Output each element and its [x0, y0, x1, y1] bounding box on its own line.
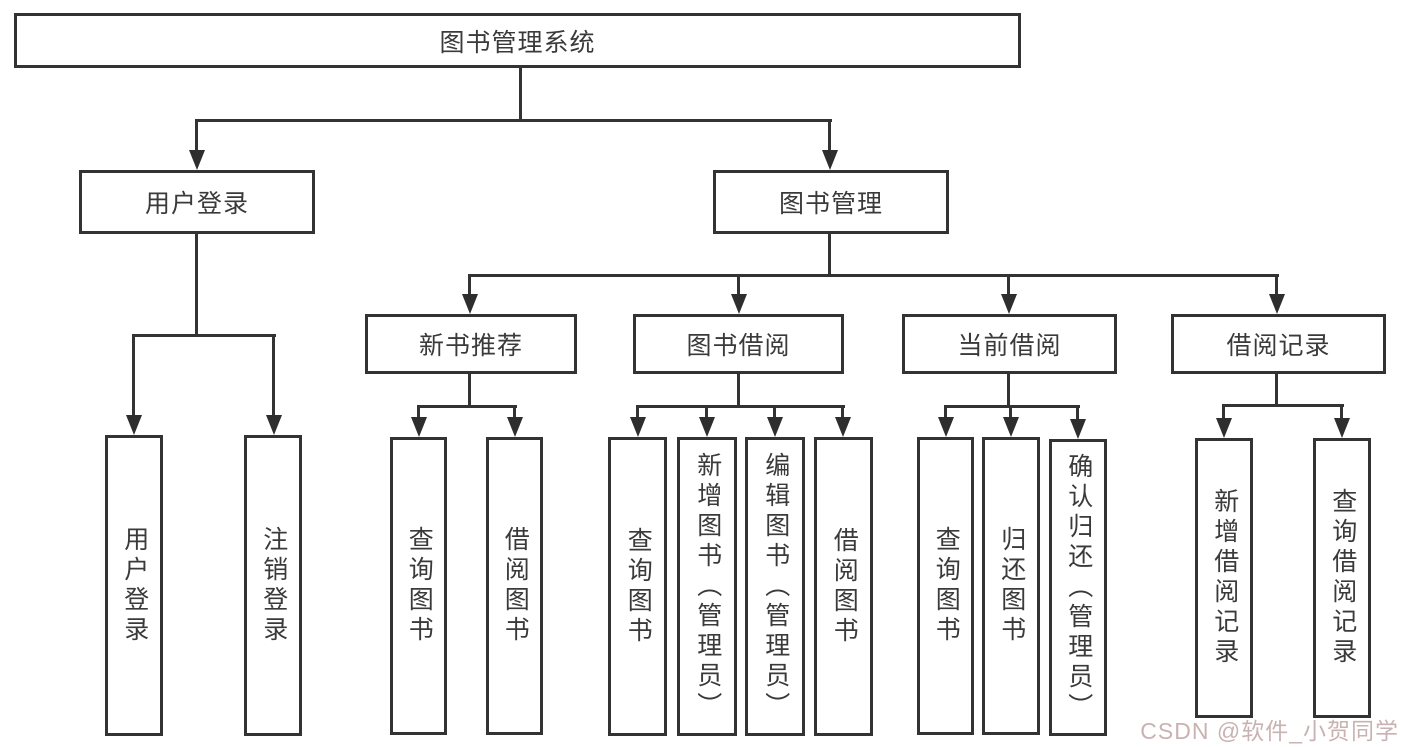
arrowhead-current-borrow — [1001, 294, 1017, 314]
node-user-login-item-label: 用户登录 — [120, 525, 149, 646]
node-new-book-rec-label: 新书推荐 — [418, 332, 523, 360]
node-bb-edit-label: 编辑图书（管理员） — [761, 451, 790, 722]
node-user-login: 用户登录 — [79, 170, 315, 234]
node-book-borrow-label: 图书借阅 — [686, 332, 791, 360]
connector-to-cb-return — [1009, 405, 1012, 419]
connector-to-br-add — [1222, 404, 1225, 419]
node-nb-query: 查询图书 — [390, 437, 447, 735]
node-bb-query: 查询图书 — [608, 437, 667, 736]
connector-book-borrow-stem — [737, 374, 740, 408]
connector-new-book-rec-hbar — [417, 405, 517, 408]
arrowhead-cb-confirm — [1070, 419, 1086, 439]
connector-book-borrow-hbar — [636, 405, 845, 408]
arrowhead-user-login — [189, 150, 205, 170]
arrowhead-cb-return — [1003, 417, 1019, 437]
node-logout-item-label: 注销登录 — [259, 525, 288, 646]
node-cb-return-label: 归还图书 — [997, 526, 1026, 646]
connector-to-bb-borrow — [841, 405, 844, 419]
node-new-book-rec: 新书推荐 — [365, 314, 577, 374]
connector-user-login-hbar — [132, 334, 276, 337]
connector-to-br-query — [1340, 404, 1343, 419]
arrowhead-nb-borrow — [507, 417, 523, 437]
csdn-watermark: CSDN @软件_小贺同学 — [1140, 718, 1399, 744]
arrowhead-br-add — [1216, 418, 1232, 438]
connector-book-mgmt-stem — [828, 234, 831, 277]
arrowhead-bb-add — [699, 417, 715, 437]
connector-to-bb-add — [705, 405, 708, 419]
node-borrow-record: 借阅记录 — [1171, 314, 1386, 374]
connector-to-nb-query — [417, 405, 420, 419]
connector-to-book-mgmt — [828, 119, 831, 152]
node-bb-borrow-label: 借阅图书 — [830, 526, 859, 647]
arrowhead-bb-edit — [767, 417, 783, 437]
node-user-login-label: 用户登录 — [144, 190, 249, 218]
connector-to-bb-edit — [773, 405, 776, 419]
node-root-label: 图书管理系统 — [439, 28, 596, 57]
connector-book-mgmt-hbar — [468, 274, 1279, 277]
node-br-add-label: 新增借阅记录 — [1210, 488, 1239, 668]
node-borrow-record-label: 借阅记录 — [1226, 332, 1331, 360]
node-nb-borrow-label: 借阅图书 — [501, 526, 530, 646]
node-br-add: 新增借阅记录 — [1195, 438, 1253, 718]
arrowhead-book-borrow — [731, 294, 747, 314]
node-book-borrow: 图书借阅 — [633, 314, 844, 374]
node-root: 图书管理系统 — [14, 13, 1021, 68]
arrowhead-new-book-rec — [462, 294, 478, 314]
arrowhead-borrow-record — [1269, 294, 1285, 314]
connector-to-new-book-rec — [468, 274, 471, 296]
node-br-query-label: 查询借阅记录 — [1328, 488, 1357, 668]
node-bb-borrow: 借阅图书 — [814, 437, 873, 736]
node-logout-item: 注销登录 — [244, 435, 302, 736]
connector-to-nb-borrow — [513, 405, 516, 419]
connector-root-hbar — [195, 119, 832, 122]
node-bb-add: 新增图书（管理员） — [677, 437, 737, 736]
node-cb-query-label: 查询图书 — [932, 526, 961, 646]
arrowhead-logout-item — [266, 415, 282, 435]
node-current-borrow-label: 当前借阅 — [957, 332, 1062, 360]
arrowhead-cb-query — [938, 417, 954, 437]
connector-to-user-login-item — [132, 334, 135, 415]
connector-to-user-login — [195, 119, 198, 152]
node-cb-return: 归还图书 — [982, 437, 1040, 735]
connector-borrow-record-hbar — [1222, 404, 1344, 407]
node-nb-borrow: 借阅图书 — [486, 437, 543, 735]
node-book-mgmt-label: 图书管理 — [778, 190, 883, 218]
connector-to-current-borrow — [1007, 274, 1010, 296]
arrowhead-br-query — [1334, 418, 1350, 438]
connector-current-borrow-hbar — [944, 405, 1080, 408]
arrowhead-book-mgmt — [822, 150, 838, 170]
node-bb-query-label: 查询图书 — [624, 526, 653, 647]
node-nb-query-label: 查询图书 — [405, 526, 434, 646]
node-user-login-item: 用户登录 — [105, 435, 163, 736]
node-cb-query: 查询图书 — [917, 437, 974, 735]
connector-to-book-borrow — [737, 274, 740, 296]
connector-to-cb-confirm — [1076, 405, 1079, 419]
node-cb-confirm: 确认归还（管理员） — [1049, 439, 1107, 736]
connector-current-borrow-stem — [1007, 374, 1010, 408]
node-book-mgmt: 图书管理 — [713, 170, 949, 234]
arrowhead-bb-borrow — [835, 417, 851, 437]
arrowhead-nb-query — [411, 417, 427, 437]
connector-user-login-stem — [195, 234, 198, 337]
node-bb-add-label: 新增图书（管理员） — [693, 451, 722, 722]
connector-new-book-rec-stem — [468, 374, 471, 408]
node-br-query: 查询借阅记录 — [1313, 438, 1371, 718]
connector-to-cb-query — [944, 405, 947, 419]
arrowhead-user-login-item — [126, 415, 142, 435]
arrowhead-bb-query — [630, 417, 646, 437]
node-current-borrow: 当前借阅 — [902, 314, 1117, 374]
connector-to-logout-item — [272, 334, 275, 415]
node-cb-confirm-label: 确认归还（管理员） — [1064, 452, 1093, 723]
node-bb-edit: 编辑图书（管理员） — [745, 437, 805, 736]
connector-borrow-record-stem — [1275, 374, 1278, 407]
connector-root-stem — [519, 68, 522, 121]
connector-to-borrow-record — [1275, 274, 1278, 296]
connector-to-bb-query — [636, 405, 639, 419]
